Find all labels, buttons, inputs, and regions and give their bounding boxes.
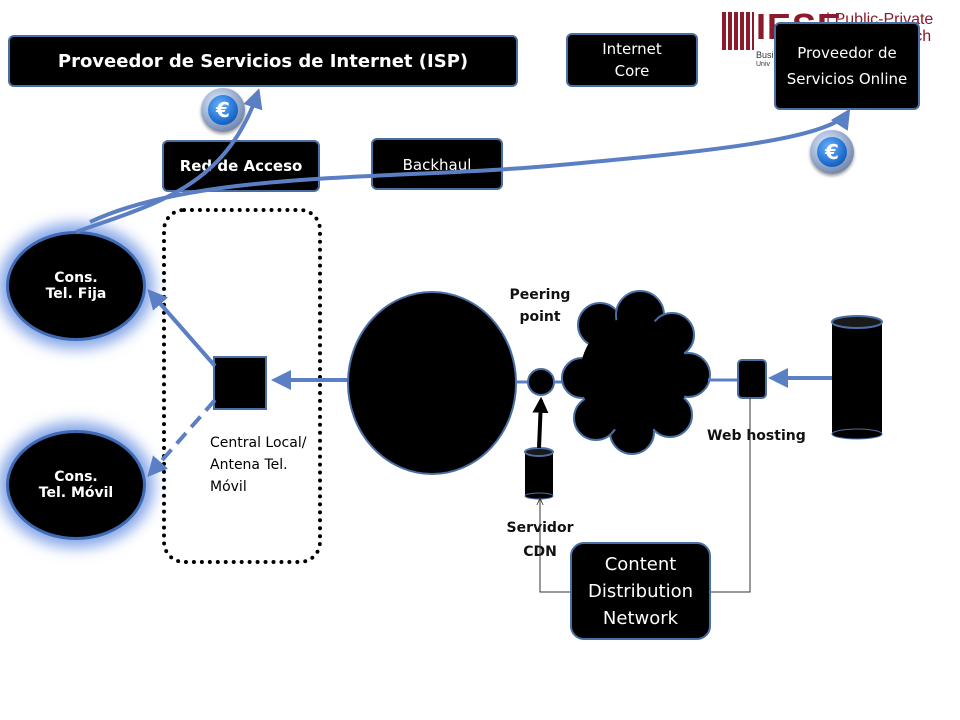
access-network-region [162, 208, 322, 564]
payment-arrow-online [89, 108, 851, 224]
euro-coin-icon: € [810, 130, 854, 174]
payment-arrow-isp [75, 88, 263, 234]
consumer-mobile-line1: Cons. [54, 469, 98, 485]
isp-title: Proveedor de Servicios de Internet (ISP) [57, 50, 469, 72]
web-hosting-node [737, 359, 767, 399]
logo-brand-sub1: Busi [756, 50, 774, 60]
arrow-central-to-fixed [147, 288, 217, 368]
consumer-fixed-line2: Tel. Fija [45, 286, 107, 302]
connector-cdn-server [540, 498, 570, 593]
online-provider-box: Proveedor de Servicios Online [774, 22, 920, 110]
arrow-cdn-to-peering [532, 396, 549, 449]
internet-core-circle [347, 291, 517, 475]
backhaul-label: Backhaul [402, 156, 472, 174]
logo-brand-sub2: Univ [756, 61, 771, 68]
peering-point-node [527, 368, 555, 396]
arrow-central-to-mobile [147, 398, 217, 478]
central-local-node [213, 356, 267, 410]
internet-core-label: Internet Core [602, 40, 662, 80]
cdn-box: Content Distribution Network [570, 542, 711, 640]
consumer-mobile-line2: Tel. Móvil [38, 485, 114, 501]
connector-cdn-webhost [711, 398, 751, 593]
logo-mark [722, 12, 754, 50]
consumer-fixed-line1: Cons. [54, 270, 98, 286]
online-provider-label: Proveedor de Servicios Online [786, 44, 908, 88]
euro-coin-icon: € [201, 88, 245, 132]
central-local-label: Central Local/ Antena Tel. Móvil [210, 435, 307, 495]
web-hosting-label: Web hosting [707, 428, 806, 444]
backhaul-box: Backhaul [371, 138, 503, 190]
isp-title-box: Proveedor de Servicios de Internet (ISP) [8, 35, 518, 87]
internet-cloud [561, 290, 711, 455]
consumer-mobile: Cons. Tel. Móvil [6, 430, 146, 540]
cdn-label: Content Distribution Network [587, 553, 693, 629]
consumer-fixed-line: Cons. Tel. Fija [6, 231, 146, 341]
internet-core-box: Internet Core [566, 33, 698, 87]
cdn-server-icon [524, 447, 554, 500]
peering-point-label: Peering point [509, 287, 571, 325]
content-server-icon [831, 315, 883, 440]
